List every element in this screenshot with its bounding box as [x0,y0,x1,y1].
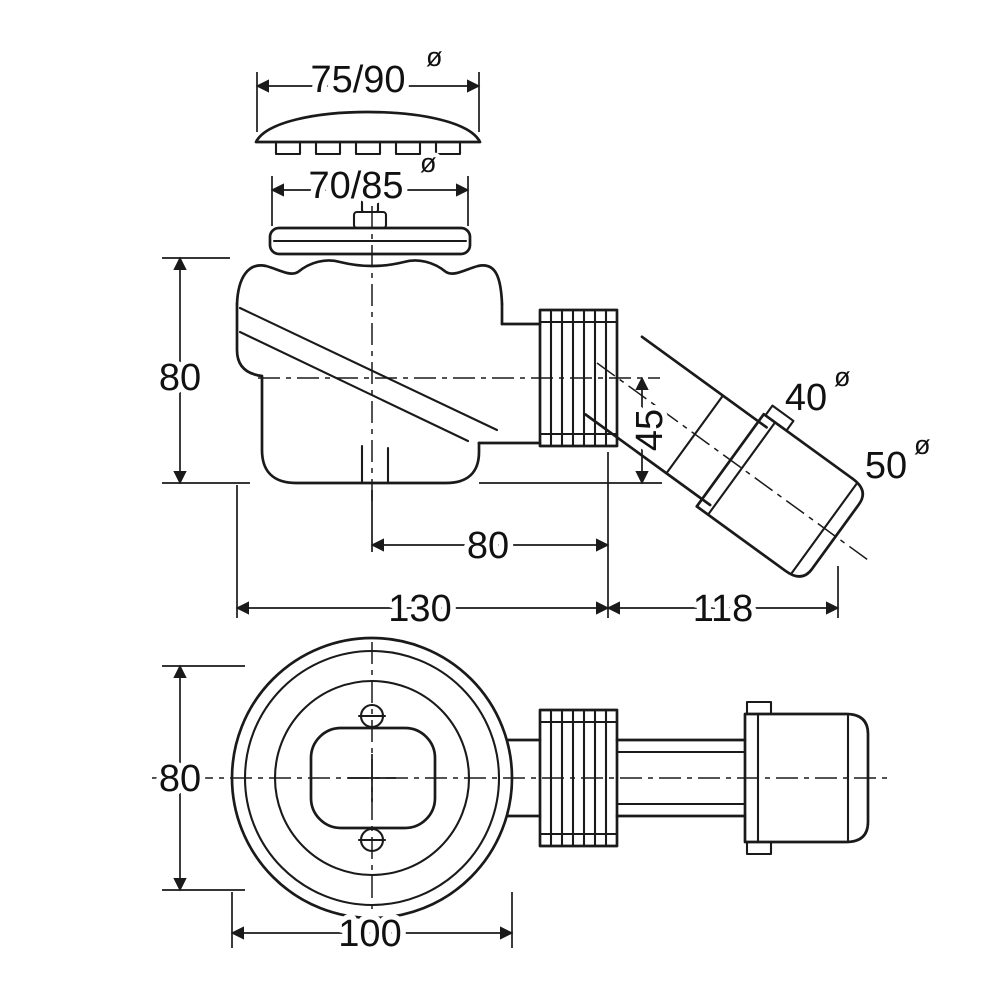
dimension-body-length: 130 [235,485,610,636]
dim-cap-width-label: 75/90 [310,59,405,101]
cap-tab [274,140,302,156]
outlet-pipe-plan [505,700,870,856]
internal-slope-2 [238,330,470,443]
dim-pipe-diameter-label: 40 [785,377,827,419]
dimension-cap-width: 75/90 ø [255,38,481,132]
flange-plate [268,198,472,256]
nut-outline [538,708,619,848]
diameter-symbol: ø [834,362,851,392]
dim-body-length-label: 130 [388,588,451,630]
dim-plan-width-label: 100 [338,913,401,955]
internal-slope-1 [238,306,499,432]
dim-center-to-nut-label: 80 [467,525,509,567]
nut-outline [538,308,619,448]
trap-body-plan [230,636,514,920]
dim-drop-height-label: 45 [629,409,671,451]
trap-body [235,259,542,485]
socket-clip-tab-bottom [745,840,773,856]
plan-view: 80 100 [152,636,893,961]
dimension-outlet-diameter: 50 ø [859,426,935,493]
dim-plan-height-label: 80 [159,758,201,800]
cap-tab [434,140,462,156]
pipe-top-edge [640,335,768,429]
diameter-symbol: ø [420,148,437,178]
dimension-plan-height: 80 [153,664,245,892]
diameter-symbol: ø [426,42,443,72]
cap-tab [354,140,382,156]
dimension-center-to-nut: 80 [370,452,610,618]
dim-body-height-label: 80 [159,357,201,399]
outer-circle [230,636,514,920]
body-outline [235,302,481,485]
dimension-plan-width: 100 [230,892,514,961]
socket-clip-tab-top [745,700,773,716]
pipe-joint-line [665,394,724,475]
dim-flange-width-label: 70/85 [308,165,403,207]
dim-outlet-length-label: 118 [693,588,754,630]
cap-dome [254,110,482,144]
socket-outline [743,712,870,844]
dim-outlet-diameter-label: 50 [865,445,907,487]
socket-rim [707,421,777,516]
dimension-drop-height: 45 [479,376,677,485]
socket-outline [695,412,865,578]
dimension-outlet-length: 118 [606,566,840,636]
scalloped-crown [235,259,504,306]
compression-nut-side [538,308,619,448]
dimension-pipe-diameter: 40 ø [779,358,855,425]
drain-cap [254,110,482,156]
dimension-body-height: 80 [153,256,250,485]
cap-tab [314,140,342,156]
middle-circle [243,649,501,907]
side-view: 75/90 ø 70/85 ø 80 45 40 [153,38,935,636]
socket-clip-tab [764,404,795,432]
diameter-symbol: ø [914,430,931,460]
socket-end-ring [790,482,858,575]
cap-tab [394,140,422,156]
outlet-pipe-assembly [584,335,865,578]
bolt-head [360,198,380,214]
inner-circle [273,679,471,877]
